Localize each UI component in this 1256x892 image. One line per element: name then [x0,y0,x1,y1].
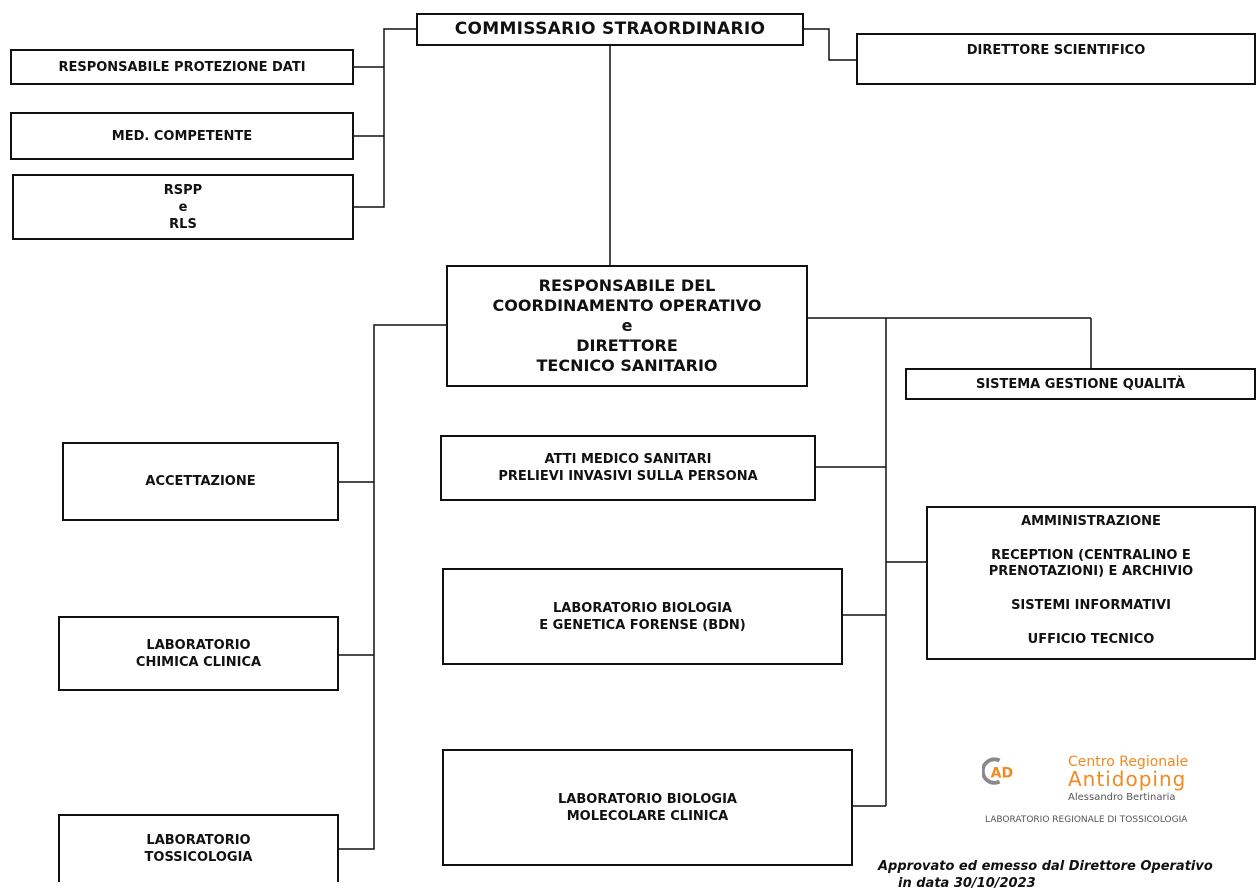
coordinamento-line1: RESPONSABILE DEL [538,276,716,295]
coordinamento-box: RESPONSABILE DEL COORDINAMENTO OPERATIVO… [446,265,808,387]
tossicologia-line2: TOSSICOLOGIA [144,850,253,865]
amministrazione-label: AMMINISTRAZIONE [1021,514,1161,529]
chimica-clinica-line1: LABORATORIO [146,637,251,653]
biologia-molecolare-line1: LABORATORIO BIOLOGIA [558,791,737,807]
tossicologia-box: LABORATORIO TOSSICOLOGIA [58,814,339,882]
med-competente-label: MED. COMPETENTE [111,128,253,144]
commissario-box: COMMISSARIO STRAORDINARIO [416,13,804,46]
protezione-dati-label: RESPONSABILE PROTEZIONE DATI [58,59,306,75]
atti-medico-box: ATTI MEDICO SANITARI PRELIEVI INVASIVI S… [440,435,816,501]
biologia-molecolare-line2: MOLECOLARE CLINICA [566,808,729,824]
approval-line1: Approvato ed emesso dal Direttore Operat… [878,859,1213,874]
approval-line2: in data 30/10/2023 [898,876,1036,891]
direttore-scientifico-label: DIRETTORE SCIENTIFICO [966,42,1146,58]
rspp-rls-box: RSPP e RLS [12,174,354,240]
reception-line1: RECEPTION (CENTRALINO E [991,548,1191,563]
med-competente-box: MED. COMPETENTE [10,112,354,160]
rspp-label: RSPP [163,182,203,198]
atti-medico-line1: ATTI MEDICO SANITARI [544,452,712,467]
logo-line1: Centro Regionale [1068,754,1189,770]
logo-letters: AD [991,766,1014,782]
protezione-dati-box: RESPONSABILE PROTEZIONE DATI [10,49,354,85]
coordinamento-line4: DIRETTORE [576,336,678,355]
rspp-e-label: e [178,199,188,215]
genetica-forense-box: LABORATORIO BIOLOGIA E GENETICA FORENSE … [442,568,843,665]
accettazione-box: ACCETTAZIONE [62,442,339,521]
commissario-title: COMMISSARIO STRAORDINARIO [454,19,766,39]
accettazione-label: ACCETTAZIONE [145,474,256,489]
qualita-box: SISTEMA GESTIONE QUALITÀ [905,368,1256,400]
coordinamento-line5: TECNICO SANITARIO [536,356,718,375]
qualita-label: SISTEMA GESTIONE QUALITÀ [975,376,1186,392]
approval-footer: Approvato ed emesso dal Direttore Operat… [878,858,1213,892]
antidoping-logo: AD [982,757,1014,785]
coordinamento-line2: COORDINAMENTO OPERATIVO [492,296,762,315]
genetica-forense-line2: E GENETICA FORENSE (BDN) [539,617,746,633]
tossicologia-line1: LABORATORIO [146,833,251,848]
atti-medico-line2: PRELIEVI INVASIVI SULLA PERSONA [498,469,758,484]
coordinamento-line3: e [621,316,633,335]
logo-line4: LABORATORIO REGIONALE DI TOSSICOLOGIA [985,815,1188,825]
logo-line3: Alessandro Bertinaria [1068,792,1176,803]
ufficio-tecnico-label: UFFICIO TECNICO [1027,632,1155,647]
direttore-scientifico-box: DIRETTORE SCIENTIFICO [856,33,1256,85]
logo-line2: Antidoping [1068,767,1187,791]
amministrazione-box: AMMINISTRAZIONE RECEPTION (CENTRALINO E … [926,506,1256,660]
rls-label: RLS [169,216,197,232]
chimica-clinica-line2: CHIMICA CLINICA [135,654,262,670]
sistemi-informativi-label: SISTEMI INFORMATIVI [1011,598,1171,613]
reception-line2: PRENOTAZIONI) E ARCHIVIO [988,564,1194,579]
biologia-molecolare-box: LABORATORIO BIOLOGIA MOLECOLARE CLINICA [442,749,853,866]
chimica-clinica-box: LABORATORIO CHIMICA CLINICA [58,616,339,691]
genetica-forense-line1: LABORATORIO BIOLOGIA [553,600,732,616]
